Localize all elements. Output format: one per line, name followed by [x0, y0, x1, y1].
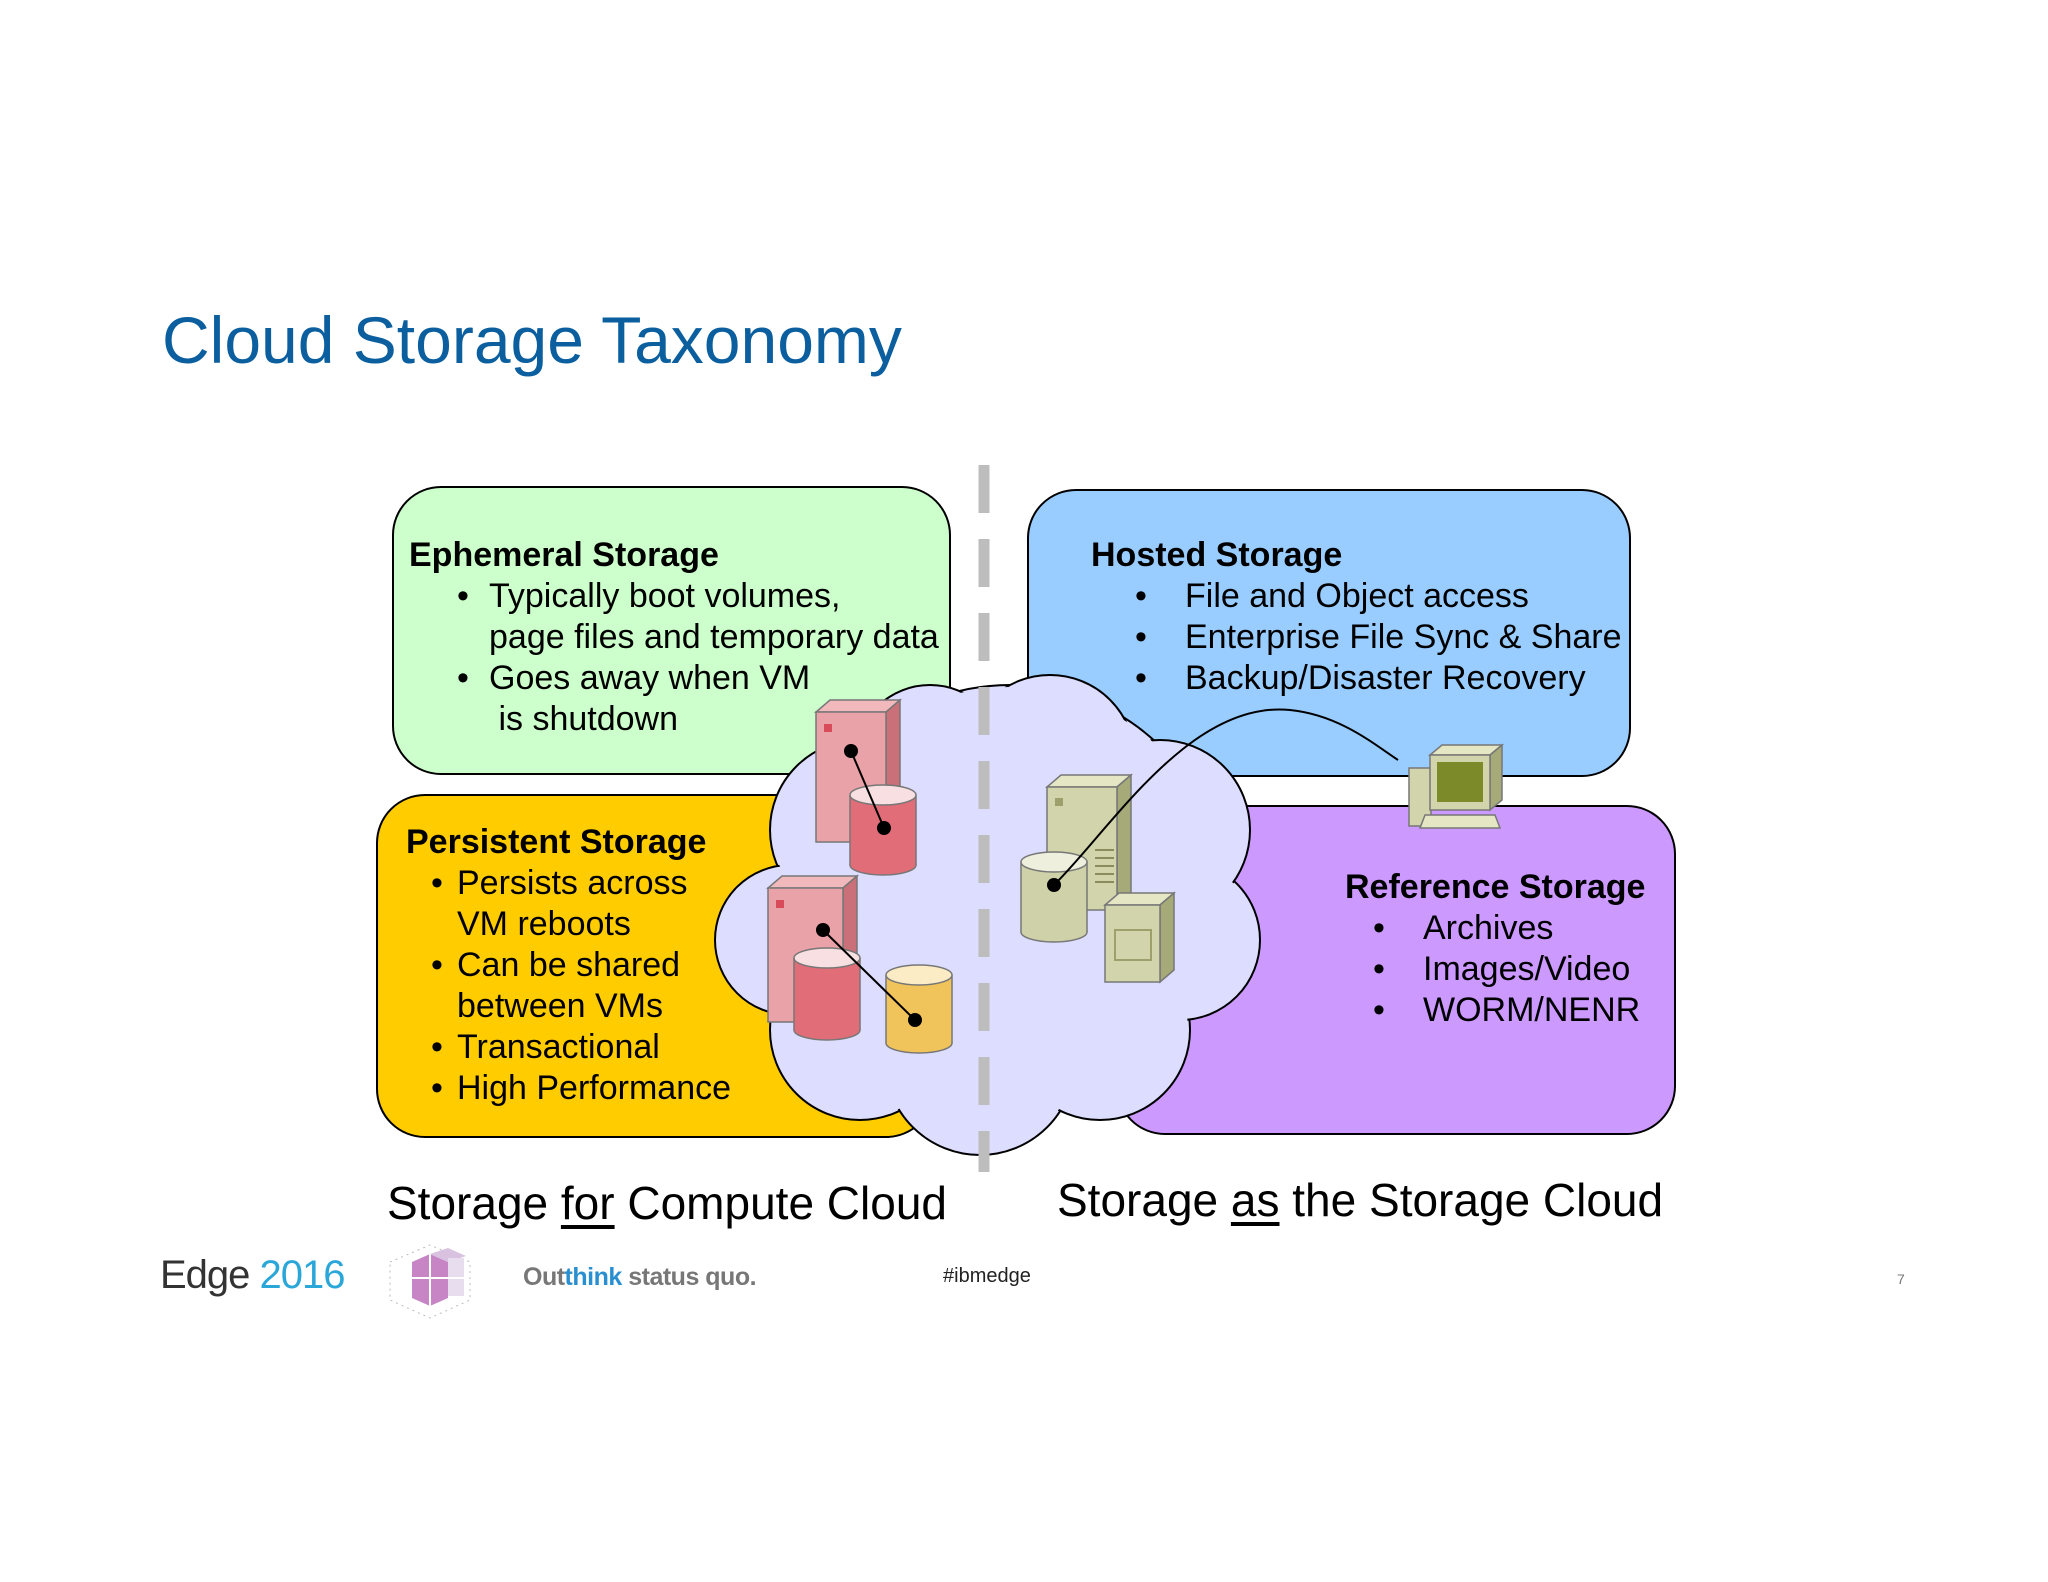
persistent-line: Transactional — [457, 1028, 660, 1066]
edge-year: 2016 — [259, 1253, 346, 1297]
bullet: • — [1135, 577, 1147, 615]
hosted-line: Backup/Disaster Recovery — [1185, 659, 1586, 697]
ephemeral-line: page files and temporary data — [489, 618, 939, 656]
tagline-part: status quo. — [621, 1263, 757, 1291]
hashtag: #ibmedge — [943, 1265, 1031, 1287]
database-icon — [793, 947, 861, 1041]
hosted-line: File and Object access — [1185, 577, 1529, 615]
ephemeral-heading: Ephemeral Storage — [409, 536, 719, 574]
reference-text: Reference Storage • Archives • Images/Vide… — [1345, 867, 1645, 1031]
label-part: the Storage Cloud — [1279, 1174, 1664, 1226]
bullet: • — [1373, 909, 1385, 947]
storage-cloud-label: Storage as the Storage Cloud — [1057, 1173, 1663, 1227]
reference-line: WORM/NENR — [1423, 991, 1641, 1029]
persistent-text: Persistent Storage • Persists across VM r… — [406, 822, 731, 1109]
ephemeral-line: Goes away when VM — [489, 659, 811, 697]
hosted-heading: Hosted Storage — [1091, 536, 1343, 574]
bullet: • — [431, 1028, 443, 1066]
label-part: Compute Cloud — [614, 1177, 947, 1229]
ephemeral-line: is shutdown — [489, 700, 678, 738]
tagline-part: think — [564, 1263, 623, 1291]
persistent-line: Persists across — [457, 864, 688, 902]
bullet: • — [457, 577, 469, 615]
reference-line: Archives — [1423, 909, 1554, 947]
page-number: 7 — [1897, 1271, 1905, 1287]
persistent-line: High Performance — [457, 1069, 732, 1107]
tagline-part: Out — [523, 1263, 565, 1291]
persistent-line: VM reboots — [457, 905, 631, 943]
hosted-box — [1027, 489, 1631, 777]
server-icon — [1102, 891, 1177, 984]
bullet: • — [1135, 618, 1147, 656]
persistent-line: between VMs — [457, 987, 663, 1025]
hosted-line: Enterprise File Sync & Share — [1185, 618, 1622, 656]
database-icon — [885, 964, 953, 1054]
desktop-computer-icon — [1408, 743, 1505, 829]
compute-cloud-label: Storage for Compute Cloud — [387, 1176, 947, 1230]
bullet: • — [431, 864, 443, 902]
label-part: Storage — [387, 1177, 561, 1229]
page-title: Cloud Storage Taxonomy — [162, 303, 902, 377]
label-emphasis: as — [1230, 1174, 1280, 1226]
reference-line: Images/Video — [1423, 950, 1631, 988]
label-part: Storage — [1057, 1174, 1231, 1226]
persistent-heading: Persistent Storage — [406, 823, 707, 861]
edge-logo: Edge 2016 — [160, 1253, 346, 1298]
bullet: • — [431, 946, 443, 984]
database-icon — [1020, 851, 1088, 943]
database-icon — [849, 784, 917, 876]
ephemeral-text: Ephemeral Storage • Typically boot volume… — [409, 535, 939, 740]
label-emphasis: for — [560, 1177, 615, 1229]
ibm-cube-logo — [389, 1244, 471, 1319]
bullet: • — [1135, 659, 1147, 697]
persistent-line: Can be shared — [457, 946, 681, 984]
edge-word: Edge — [160, 1253, 250, 1297]
ephemeral-box — [392, 486, 951, 775]
tagline: Outthink status quo. — [523, 1263, 757, 1292]
bullet: • — [457, 659, 469, 697]
bullet: • — [1373, 991, 1385, 1029]
hosted-text: Hosted Storage • File and Object access •… — [1091, 535, 1622, 699]
bullet: • — [431, 1069, 443, 1107]
reference-heading: Reference Storage — [1345, 868, 1646, 906]
ephemeral-line: Typically boot volumes, — [489, 577, 841, 615]
bullet: • — [1373, 950, 1385, 988]
